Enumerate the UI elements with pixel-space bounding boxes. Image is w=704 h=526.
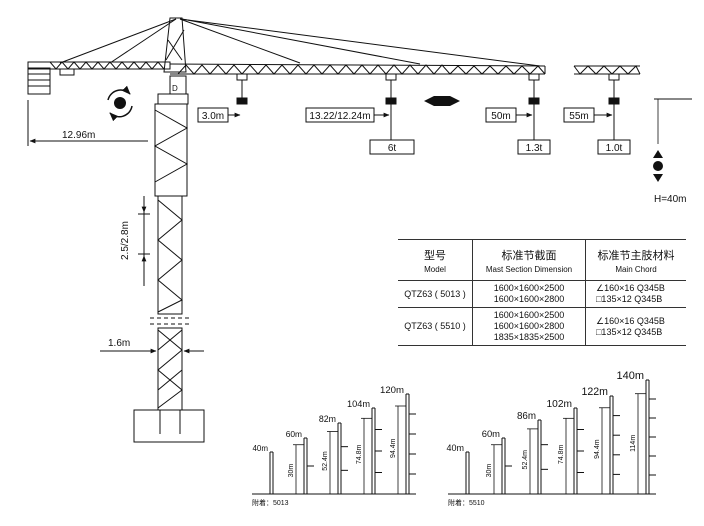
main-jib	[169, 63, 641, 75]
reach-label: 3.0m	[202, 111, 224, 122]
reach-label: 13.22/12.24m	[309, 111, 370, 122]
slewing-ring	[157, 93, 189, 105]
model-cell: QTZ63 ( 5013 )	[398, 280, 473, 308]
hoist-icon	[653, 150, 663, 182]
mast-width-label: 1.6m	[108, 338, 130, 349]
trolley-hook	[528, 73, 540, 105]
chord-cell: ∠160×16 Q345B□135×12 Q345B	[585, 307, 686, 346]
svg-text:D: D	[172, 84, 178, 93]
tower-head	[59, 17, 541, 73]
load-label: 6t	[388, 143, 397, 154]
chord-cell: ∠160×16 Q345B□135×12 Q345B	[585, 280, 686, 308]
counter-jib-length-label: 12.96m	[62, 130, 95, 141]
load-label: 1.3t	[526, 143, 543, 154]
trolley-hook	[385, 73, 397, 105]
trolley-hook	[608, 73, 620, 105]
rotation-icon	[107, 85, 133, 122]
foundation	[133, 409, 205, 443]
counter-jib	[27, 61, 171, 76]
reach-label: 50m	[491, 111, 510, 122]
model-cell: QTZ63 ( 5510 )	[398, 307, 473, 346]
reach-label: 55m	[569, 111, 588, 122]
trolley-hook	[236, 73, 248, 105]
counterweight	[27, 67, 51, 95]
mast	[150, 103, 190, 411]
load-label: 1.0t	[606, 143, 623, 154]
trolley-travel-icon	[424, 96, 460, 106]
mast-section-label: 2.5/2.8m	[120, 221, 131, 260]
height-label: H=40m	[654, 194, 687, 205]
